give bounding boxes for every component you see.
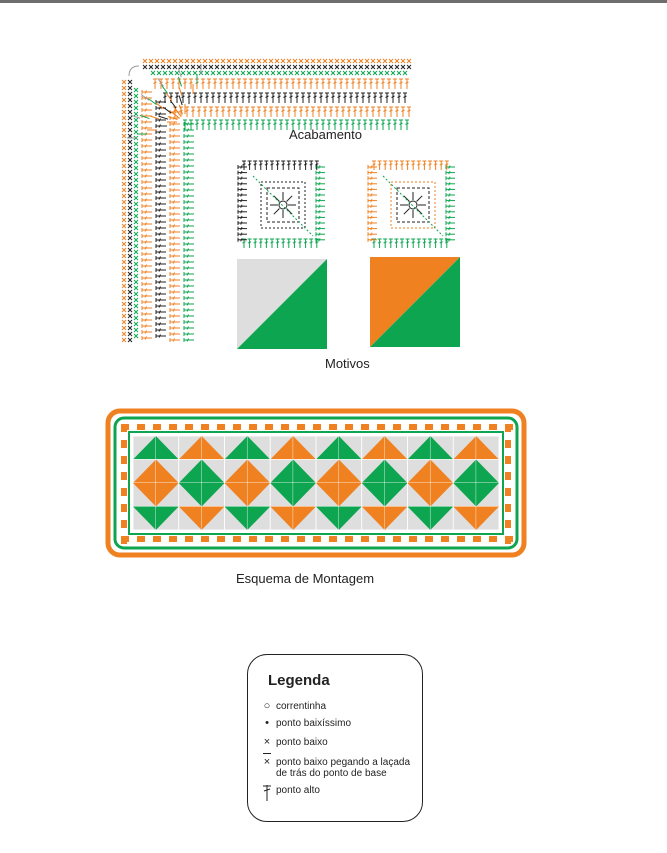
back-loop-single-crochet-icon: ×: [258, 753, 276, 768]
assembly-diagram: [105, 408, 527, 558]
legend-item-ponto-alto: ponto alto: [258, 785, 320, 804]
legend-item-label: ponto alto: [276, 785, 320, 796]
legend-item-label: correntinha: [276, 701, 327, 712]
legend-box: Legenda ○ correntinha • ponto baixíssimo…: [247, 654, 423, 822]
legend-item-ponto-baixissimo: • ponto baixíssimo: [258, 717, 352, 730]
legend-title: Legenda: [268, 672, 330, 689]
single-crochet-icon: ×: [263, 736, 271, 748]
motif-stitch-chart-orange: [367, 160, 455, 248]
motivos-label: Motivos: [325, 356, 370, 371]
page-top-rule: [0, 0, 667, 3]
legend-item-label: ponto baixo: [276, 737, 328, 748]
edging-stitch-chart: [121, 58, 412, 343]
esquema-label: Esquema de Montagem: [236, 571, 375, 586]
motif-square-orange-green: [370, 257, 460, 347]
slip-stitch-icon: •: [265, 717, 269, 729]
motif-square-gray-green: [237, 259, 327, 349]
legend-item-ponto-baixo-laçada: × ponto baixo pegando a laçada de trás d…: [258, 753, 411, 779]
motif-stitch-chart-green: [237, 160, 325, 248]
legend-item-correntinha: ○ correntinha: [258, 700, 327, 713]
legend-item-label: ponto baixo pegando a laçada: [276, 757, 411, 768]
chain-stitch-icon: ○: [263, 700, 271, 712]
acabamento-label: Acabamento: [289, 127, 362, 142]
legend-item-ponto-baixo: × ponto baixo: [258, 736, 328, 749]
double-crochet-icon: [258, 785, 276, 804]
legend-item-label: ponto baixíssimo: [276, 718, 352, 729]
legend-item-label-line2: de trás do ponto de base: [276, 768, 387, 779]
